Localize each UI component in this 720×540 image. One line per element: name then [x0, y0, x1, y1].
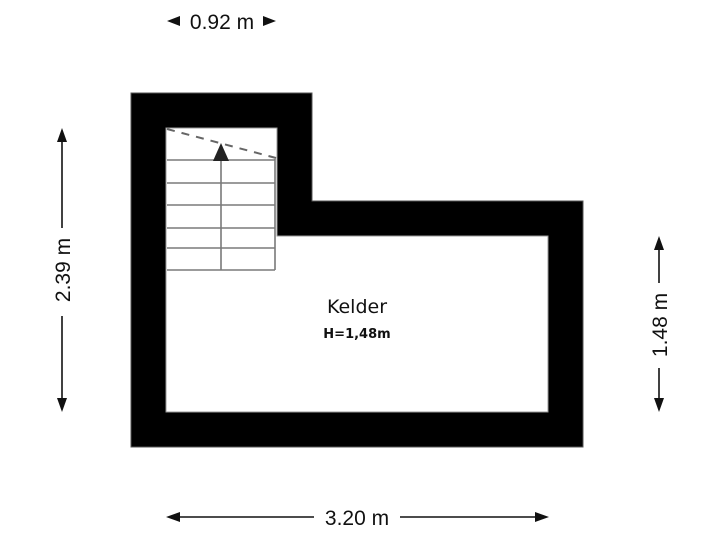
dimension-right [654, 236, 664, 412]
room-name: Kelder [327, 296, 387, 318]
walls [130, 92, 584, 448]
arrow-right-icon [263, 16, 276, 26]
stair-up-arrow-icon [213, 143, 229, 161]
room-height-label: H=1,48m [323, 327, 390, 342]
arrow-up-icon [654, 236, 664, 250]
arrow-up-icon [57, 128, 67, 142]
dimension-top: 0.92 m [167, 11, 276, 34]
dimension-top-label: 0.92 m [190, 11, 254, 34]
arrow-down-icon [654, 398, 664, 412]
dimension-right-label: 1.48 m [649, 293, 672, 357]
arrow-down-icon [57, 398, 67, 412]
dimension-left [57, 128, 67, 412]
arrow-right-icon [535, 512, 549, 522]
arrow-left-icon [167, 16, 180, 26]
arrow-left-icon [166, 512, 180, 522]
stair-break-line [166, 128, 277, 159]
dimension-bottom-label: 3.20 m [325, 507, 389, 530]
dimension-bottom [166, 512, 549, 522]
dimension-left-label: 2.39 m [52, 238, 75, 302]
room-floor [165, 127, 549, 413]
staircase [166, 128, 277, 271]
